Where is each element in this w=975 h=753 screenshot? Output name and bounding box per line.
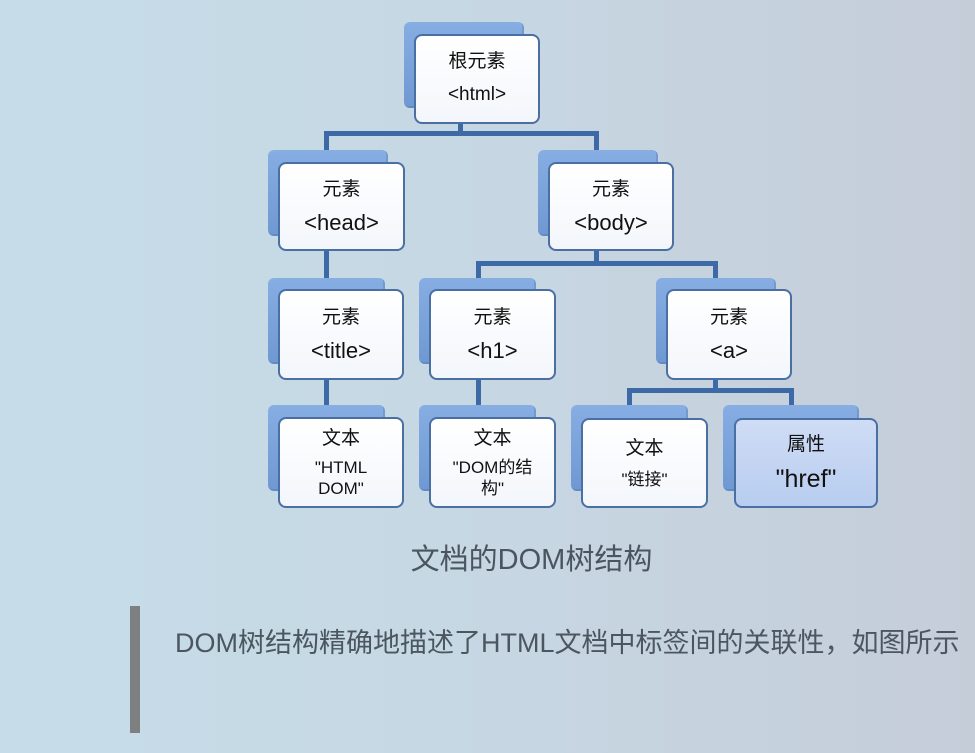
node-tag: <title> [311, 337, 371, 363]
diagram-caption: 文档的DOM树结构 [410, 544, 653, 576]
node-tag: <head> [304, 209, 379, 235]
connector-to-h1 [476, 261, 481, 281]
connector-to-a [713, 261, 718, 281]
connector-body-horizontal [476, 261, 718, 266]
connector-head-title [324, 248, 329, 280]
connector-a-down [713, 378, 718, 391]
connector-title-text [324, 378, 329, 408]
connector-to-head [324, 131, 329, 153]
node-text-line2: DOM" [318, 478, 364, 498]
node-kind: 元素 [321, 305, 360, 328]
connector-to-a-text [627, 388, 632, 408]
node-kind: 元素 [473, 305, 512, 328]
connector-body-down [594, 248, 599, 264]
connector-to-body [594, 131, 599, 153]
node-text-value: "链接" [621, 469, 668, 489]
connector-h1-text [476, 378, 481, 408]
node-text-line1: "DOM的结 [452, 457, 533, 477]
node-tag: <h1> [467, 337, 518, 363]
connector-root-down [458, 121, 463, 134]
node-kind: 文本 [625, 436, 664, 459]
connector-to-a-attr [789, 388, 794, 408]
node-kind: 元素 [591, 177, 630, 200]
node-text-line2: 构" [480, 478, 505, 498]
blockquote-text: DOM树结构精确地描述了HTML文档中标签间的关联性，如图所示 [175, 628, 960, 658]
node-kind: 元素 [322, 177, 361, 200]
node-tag: <a> [710, 337, 748, 363]
node-kind: 属性 [786, 433, 825, 455]
node-tag: <html> [447, 84, 507, 105]
node-tag: <body> [574, 209, 648, 235]
node-kind: 元素 [709, 305, 748, 328]
node-kind: 文本 [473, 426, 512, 449]
node-attr-value: "href" [775, 465, 837, 493]
node-kind: 根元素 [448, 50, 506, 72]
blockquote-bar [130, 606, 140, 733]
node-text-line1: "HTML [314, 457, 368, 477]
connector-a-horizontal [627, 388, 794, 393]
node-kind: 文本 [321, 426, 360, 449]
connector-root-horizontal [324, 131, 599, 136]
